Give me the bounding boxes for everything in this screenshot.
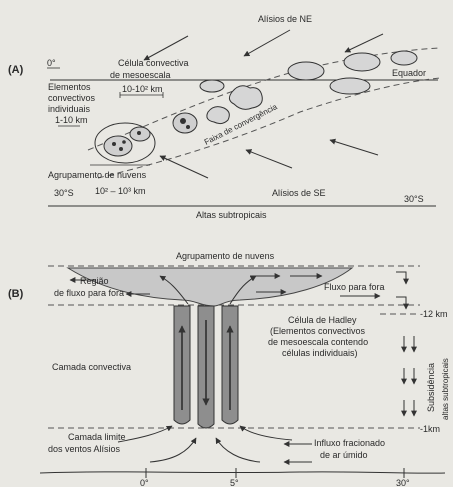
altas-subtropicais-b-label: altas subtropicais	[441, 358, 450, 420]
convective-cell	[112, 142, 116, 146]
ground-axis	[40, 472, 445, 473]
se-wind-arrow	[330, 140, 378, 155]
inflow-arrow	[240, 426, 292, 440]
descent-arrow	[396, 297, 406, 309]
panel-b: (B) Agrupamento de nuvens	[8, 251, 450, 487]
se-trade-wind-arrows	[160, 140, 378, 178]
subsidencia-label: Subsidência	[426, 363, 436, 412]
cloud-cluster	[200, 80, 224, 92]
km1-label: -1km	[420, 424, 440, 434]
panel-a: (A) Alísios de NE 0° Equador Faixa de co…	[8, 14, 440, 220]
convective-cell	[186, 125, 190, 129]
hadley-line-2: (Elementos convectivos	[270, 326, 366, 336]
ne-wind-arrow	[244, 30, 290, 56]
camada-convectiva-label: Camada convectiva	[52, 362, 131, 372]
ne-wind-arrow	[144, 36, 188, 60]
cloud-cluster	[330, 78, 370, 94]
panel-a-label: (A)	[8, 64, 24, 76]
hadley-line-4: células individuais)	[282, 348, 358, 358]
lat-30s-left-label: 30°S	[54, 188, 74, 198]
ne-trade-wind-arrows	[144, 30, 383, 60]
regiao-line-1: Região	[80, 276, 109, 286]
anvil-cloud	[68, 268, 352, 306]
hadley-line-1: Célula de Hadley	[288, 315, 357, 325]
inflow-arrow	[150, 438, 196, 462]
convective-towers	[174, 306, 238, 428]
subsidence-arrows	[404, 336, 414, 416]
elementos-line-4: 1-10 km	[55, 115, 88, 125]
alisios-se-label: Alísios de SE	[272, 188, 326, 198]
axis-tick-0-label: 0°	[140, 478, 149, 487]
fluxo-fora-label: Fluxo para fora	[324, 282, 385, 292]
elementos-line-1: Elementos	[48, 82, 91, 92]
agrupamento-b-label: Agrupamento de nuvens	[176, 251, 275, 261]
inflow-arrows	[118, 426, 312, 462]
lat-30s-right-label: 30°S	[404, 194, 424, 204]
panel-b-label: (B)	[8, 288, 24, 300]
agrup-size-label: 10² – 10³ km	[95, 186, 146, 196]
influxo-line-2: de ar úmido	[320, 450, 368, 460]
se-wind-arrow	[160, 156, 208, 178]
descent-arrow	[396, 272, 406, 284]
se-wind-arrow	[246, 150, 292, 168]
lat-0-label: 0°	[47, 58, 56, 68]
ne-wind-arrow	[345, 34, 383, 52]
mesoescala-label: de mesoescala	[110, 70, 171, 80]
cloud-cluster	[391, 51, 417, 65]
km12-label: -12 km	[420, 309, 448, 319]
celula-convectiva-label: Célula convectiva	[118, 58, 189, 68]
camada-limite-line-2: dos ventos Alísios	[48, 444, 121, 454]
equador-label: Equador	[392, 68, 426, 78]
regiao-line-2: de fluxo para fora	[54, 288, 124, 298]
convective-cell	[119, 147, 123, 151]
convective-cell	[180, 118, 186, 124]
axis-tick-30-label: 30°	[396, 478, 410, 487]
hadley-line-3: de mesoescala contendo	[268, 337, 368, 347]
elementos-line-2: convectivos	[48, 93, 96, 103]
celula-size-label: 10-10² km	[122, 84, 163, 94]
agrupamento-label: Agrupamento de nuvens	[48, 170, 147, 180]
cloud-cluster	[344, 53, 380, 71]
cloud-cluster	[229, 86, 262, 110]
altas-subtropicais-label: Altas subtropicais	[196, 210, 267, 220]
influxo-line-1: Influxo fracionado	[314, 438, 385, 448]
camada-limite-line-1: Camada limite	[68, 432, 126, 442]
cloud-cluster	[288, 62, 324, 80]
cloud-cluster	[104, 136, 132, 156]
convective-cell	[122, 140, 126, 144]
inflow-arrow	[216, 438, 260, 462]
cloud-cluster	[207, 107, 229, 124]
alisios-ne-label: Alísios de NE	[258, 14, 312, 24]
elementos-line-3: individuais	[48, 104, 91, 114]
convective-cell	[137, 131, 141, 135]
axis-tick-5-label: 5°	[230, 478, 239, 487]
